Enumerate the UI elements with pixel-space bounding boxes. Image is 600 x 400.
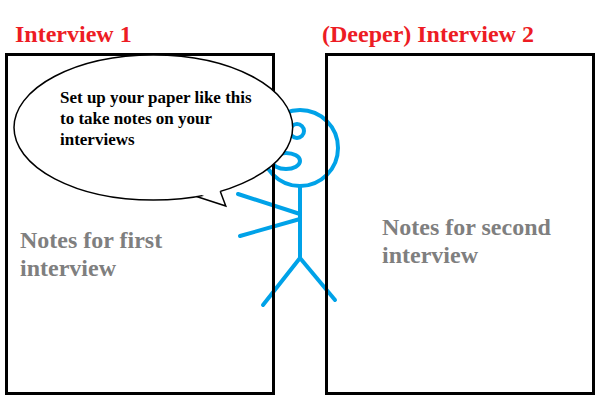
bubble-text: Set up your paper like this to take note…	[60, 87, 260, 150]
figure-arm	[240, 219, 300, 236]
notes-box: (Deeper) Interview 2Notes for second int…	[325, 53, 595, 395]
notes-placeholder: Notes for second interview	[382, 213, 582, 269]
box-heading: Interview 1	[15, 20, 132, 48]
figure-arm	[238, 194, 300, 214]
notes-box: Interview 1Notes for first interviewSet …	[5, 53, 275, 395]
bubble-ellipse	[14, 55, 293, 200]
figure-body	[298, 186, 302, 258]
bubble-tail	[197, 191, 226, 206]
notes-placeholder: Notes for first interview	[20, 226, 220, 282]
speech-bubble: Set up your paper like this to take note…	[12, 53, 295, 202]
figure-leg	[263, 258, 300, 305]
figure-leg	[300, 258, 335, 300]
box-heading: (Deeper) Interview 2	[322, 20, 534, 48]
